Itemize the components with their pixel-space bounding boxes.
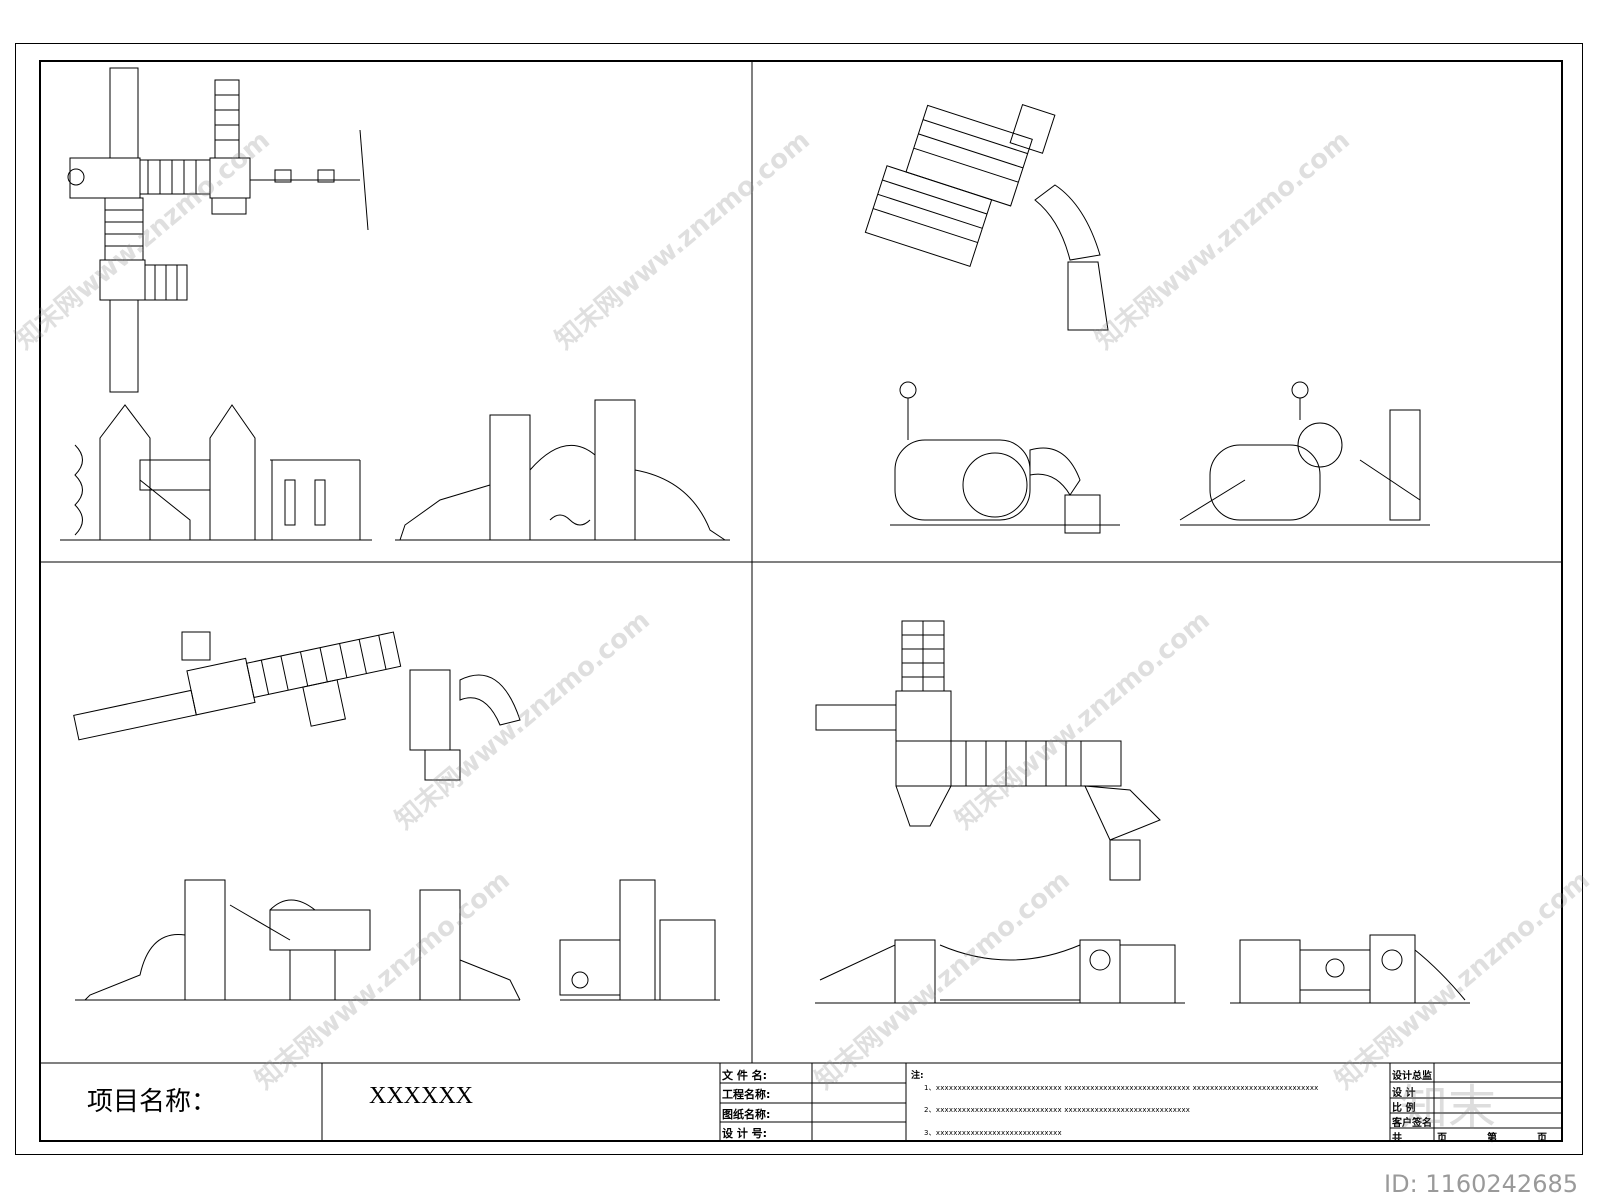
field-design-director: 设计总监	[1392, 1071, 1432, 1082]
q2-elevation-1	[890, 381, 1120, 534]
footer-sheet-unit: 页	[1537, 1133, 1547, 1144]
q3-elevation-1	[75, 879, 521, 1001]
field-scale: 比 例	[1392, 1103, 1416, 1114]
title-block: 项目名称： XXXXXX 文 件 名: 工程名称: 图纸名称: 设 计 号: 注…	[39, 1063, 1563, 1144]
q3-elevation-2	[559, 879, 720, 1001]
q4-plan-view	[815, 620, 1161, 881]
q1-elevation-1	[60, 404, 372, 541]
field-design-number: 设 计 号:	[722, 1127, 768, 1140]
q3-plan-view	[73, 631, 521, 781]
note-line-3: 3、xxxxxxxxxxxxxxxxxxxxxxxxxxxxx	[924, 1129, 1062, 1137]
footer-total-unit: 页	[1437, 1133, 1447, 1144]
field-file-name: 文 件 名:	[722, 1069, 768, 1082]
q2-elevation-2	[1179, 381, 1430, 526]
field-client-signature: 客户签名	[1392, 1118, 1432, 1129]
project-name-label: 项目名称：	[87, 1087, 218, 1117]
footer-sheet: 第	[1487, 1133, 1497, 1144]
q1-elevation-2	[395, 399, 730, 541]
q1-plan-view	[67, 67, 369, 393]
field-drawing-name: 图纸名称:	[722, 1108, 771, 1121]
note-line-2: 2、xxxxxxxxxxxxxxxxxxxxxxxxxxxxx xxxxxxxx…	[924, 1106, 1191, 1114]
field-project-title: 工程名称:	[722, 1088, 771, 1101]
note-line-1: 1、xxxxxxxxxxxxxxxxxxxxxxxxxxxxx xxxxxxxx…	[924, 1084, 1319, 1092]
footer-total: 共	[1392, 1133, 1402, 1144]
q2-plan-view	[864, 104, 1109, 331]
sheet-outer-border	[15, 43, 1583, 1155]
title-block-lines	[40, 1062, 1562, 1142]
image-id-tag: ID: 1160242685	[1384, 1170, 1578, 1198]
notes-label: 注:	[911, 1071, 924, 1081]
project-name-value: XXXXXX	[369, 1083, 473, 1109]
q4-elevation-1	[815, 939, 1185, 1004]
watermark-logo: 知末	[1400, 1080, 1497, 1136]
sheet-inner-border	[39, 60, 1563, 1142]
field-designer: 设 计	[1392, 1088, 1416, 1099]
q4-elevation-2	[1230, 934, 1470, 1004]
